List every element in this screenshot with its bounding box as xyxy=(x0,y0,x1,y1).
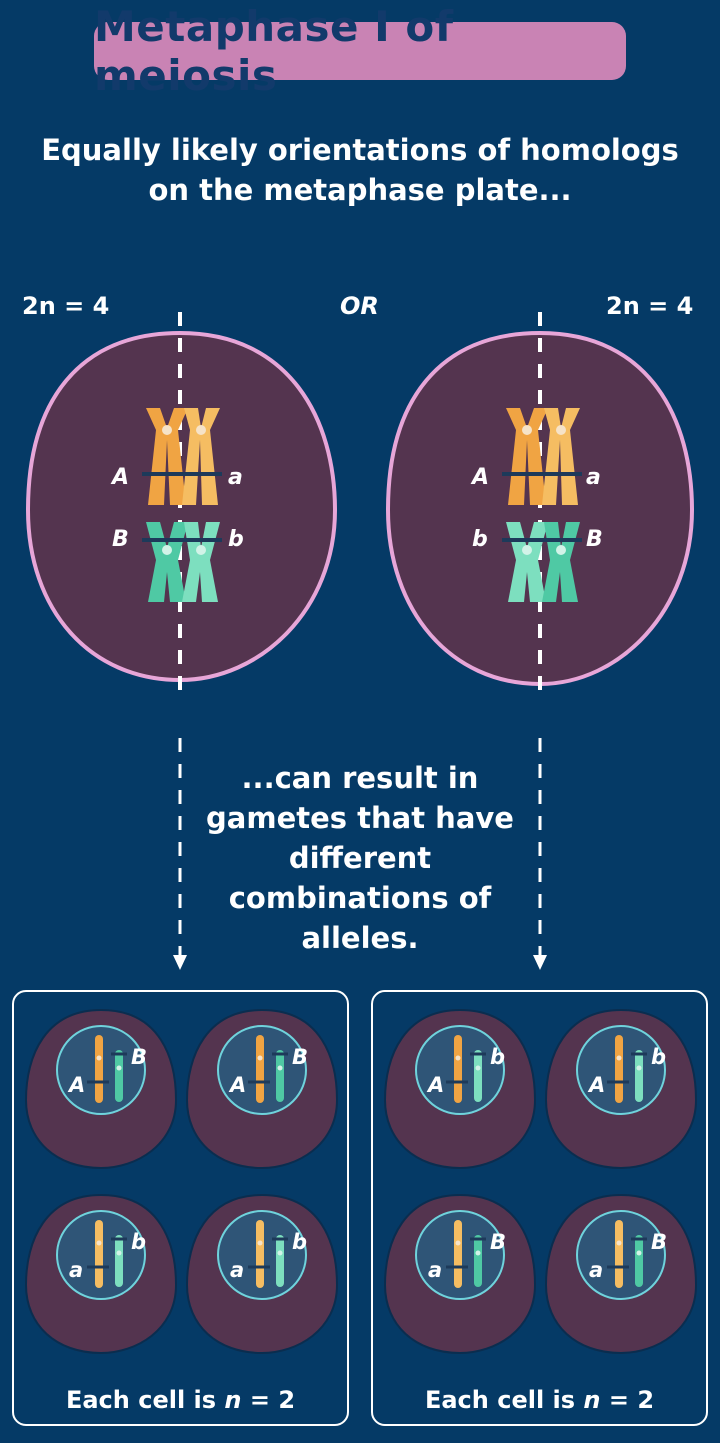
gamete-cell: aB xyxy=(544,1193,698,1355)
gamete-chromosome-orange xyxy=(615,1035,623,1103)
right-cell-allele-b: b xyxy=(472,527,488,552)
left-gamete-box: Each cell is n = 2 xyxy=(12,990,349,1426)
subtitle-line-1: Equally likely orientations of homologs xyxy=(41,133,679,167)
right-gamete-caption: Each cell is n = 2 xyxy=(373,1386,706,1414)
caption-variable: n xyxy=(583,1386,601,1414)
result-text-line-1: ...can result in xyxy=(241,761,479,795)
left-cell-allele-A: A xyxy=(110,465,129,490)
gamete-centromere xyxy=(616,1055,622,1061)
gamete-allele-2: b xyxy=(131,1230,146,1254)
gamete-chromosome-green xyxy=(635,1235,643,1287)
or-label: OR xyxy=(340,292,379,320)
gamete-chromosome-orange xyxy=(454,1220,462,1288)
caption-prefix: Each cell is xyxy=(424,1386,584,1414)
caption-suffix: = 2 xyxy=(600,1386,655,1414)
right-ploidy-label: 2n = 4 xyxy=(606,292,694,320)
left-chromosome-pair-green xyxy=(142,522,222,602)
gamete-centromere xyxy=(96,1055,102,1061)
gamete-chromosome-green xyxy=(474,1050,482,1102)
gamete-centromere xyxy=(116,1250,122,1256)
gamete-centromere xyxy=(636,1065,642,1071)
gamete-allele-1: a xyxy=(230,1258,244,1282)
right-chromosome-pair-green xyxy=(502,522,582,602)
result-text-line-3: different xyxy=(288,841,432,875)
caption-suffix: = 2 xyxy=(241,1386,296,1414)
gamete-allele-1: A xyxy=(426,1073,444,1097)
gamete-chromosome-green xyxy=(115,1235,123,1287)
result-text: ...can result in gametes that have diffe… xyxy=(190,758,530,958)
gamete-cell: Ab xyxy=(383,1008,537,1170)
gamete-centromere xyxy=(257,1055,263,1061)
gamete-centromere xyxy=(475,1065,481,1071)
title-banner: Metaphase I of meiosis xyxy=(94,2,626,100)
gamete-allele-1: a xyxy=(589,1258,603,1282)
gamete-cell: ab xyxy=(24,1193,178,1355)
gamete-centromere xyxy=(277,1065,283,1071)
result-text-line-2: gametes that have xyxy=(206,801,514,835)
gamete-allele-2: B xyxy=(292,1045,308,1069)
gamete-allele-2: B xyxy=(490,1230,506,1254)
right-gamete-box: Each cell is n = 2 xyxy=(371,990,708,1426)
gamete-chromosome-green xyxy=(474,1235,482,1287)
page-title: Metaphase I of meiosis xyxy=(94,2,454,100)
gamete-cell: Ab xyxy=(544,1008,698,1170)
gamete-centromere xyxy=(96,1240,102,1246)
gamete-centromere xyxy=(455,1240,461,1246)
gamete-chromosome-green xyxy=(635,1050,643,1102)
gamete-cell: AB xyxy=(185,1008,339,1170)
gamete-chromosome-orange xyxy=(256,1220,264,1288)
gamete-centromere xyxy=(116,1065,122,1071)
caption-prefix: Each cell is xyxy=(65,1386,225,1414)
gamete-chromosome-green xyxy=(276,1050,284,1102)
gamete-allele-2: b xyxy=(651,1045,666,1069)
left-cell-allele-b: b xyxy=(228,527,244,552)
right-cell-allele-B: B xyxy=(586,527,603,552)
left-gamete-caption: Each cell is n = 2 xyxy=(14,1386,347,1414)
gamete-cell: ab xyxy=(185,1193,339,1355)
left-ploidy-label: 2n = 4 xyxy=(22,292,110,320)
right-cell-allele-A: A xyxy=(470,465,489,490)
gamete-centromere xyxy=(475,1250,481,1256)
gamete-chromosome-orange xyxy=(95,1035,103,1103)
gamete-chromosome-orange xyxy=(615,1220,623,1288)
result-text-line-5: alleles. xyxy=(301,921,419,955)
left-chromosome-pair-orange xyxy=(142,408,222,505)
gamete-cell: AB xyxy=(24,1008,178,1170)
gamete-allele-1: a xyxy=(428,1258,442,1282)
gamete-chromosome-orange xyxy=(95,1220,103,1288)
left-down-arrow xyxy=(173,738,187,970)
gamete-allele-1: a xyxy=(69,1258,83,1282)
right-down-arrow xyxy=(533,738,547,970)
gamete-allele-1: A xyxy=(228,1073,246,1097)
gamete-chromosome-green xyxy=(276,1235,284,1287)
right-cell-allele-a: a xyxy=(586,465,601,490)
gamete-allele-2: B xyxy=(131,1045,147,1069)
gamete-centromere xyxy=(616,1240,622,1246)
gamete-cell: aB xyxy=(383,1193,537,1355)
subtitle-line-2: on the metaphase plate... xyxy=(148,173,572,207)
gamete-centromere xyxy=(277,1250,283,1256)
gamete-allele-1: A xyxy=(587,1073,605,1097)
result-text-line-4: combinations of xyxy=(228,881,492,915)
right-chromosome-pair-orange xyxy=(502,408,582,505)
gamete-chromosome-orange xyxy=(256,1035,264,1103)
gamete-centromere xyxy=(636,1250,642,1256)
left-cell-allele-a: a xyxy=(228,465,243,490)
subtitle: Equally likely orientations of homologs … xyxy=(40,130,680,210)
caption-variable: n xyxy=(224,1386,242,1414)
gamete-centromere xyxy=(455,1055,461,1061)
gamete-chromosome-orange xyxy=(454,1035,462,1103)
gamete-allele-2: b xyxy=(490,1045,505,1069)
gamete-allele-2: b xyxy=(292,1230,307,1254)
left-cell-allele-B: B xyxy=(112,527,129,552)
gamete-allele-2: B xyxy=(651,1230,667,1254)
gamete-centromere xyxy=(257,1240,263,1246)
gamete-allele-1: A xyxy=(67,1073,85,1097)
gamete-chromosome-green xyxy=(115,1050,123,1102)
